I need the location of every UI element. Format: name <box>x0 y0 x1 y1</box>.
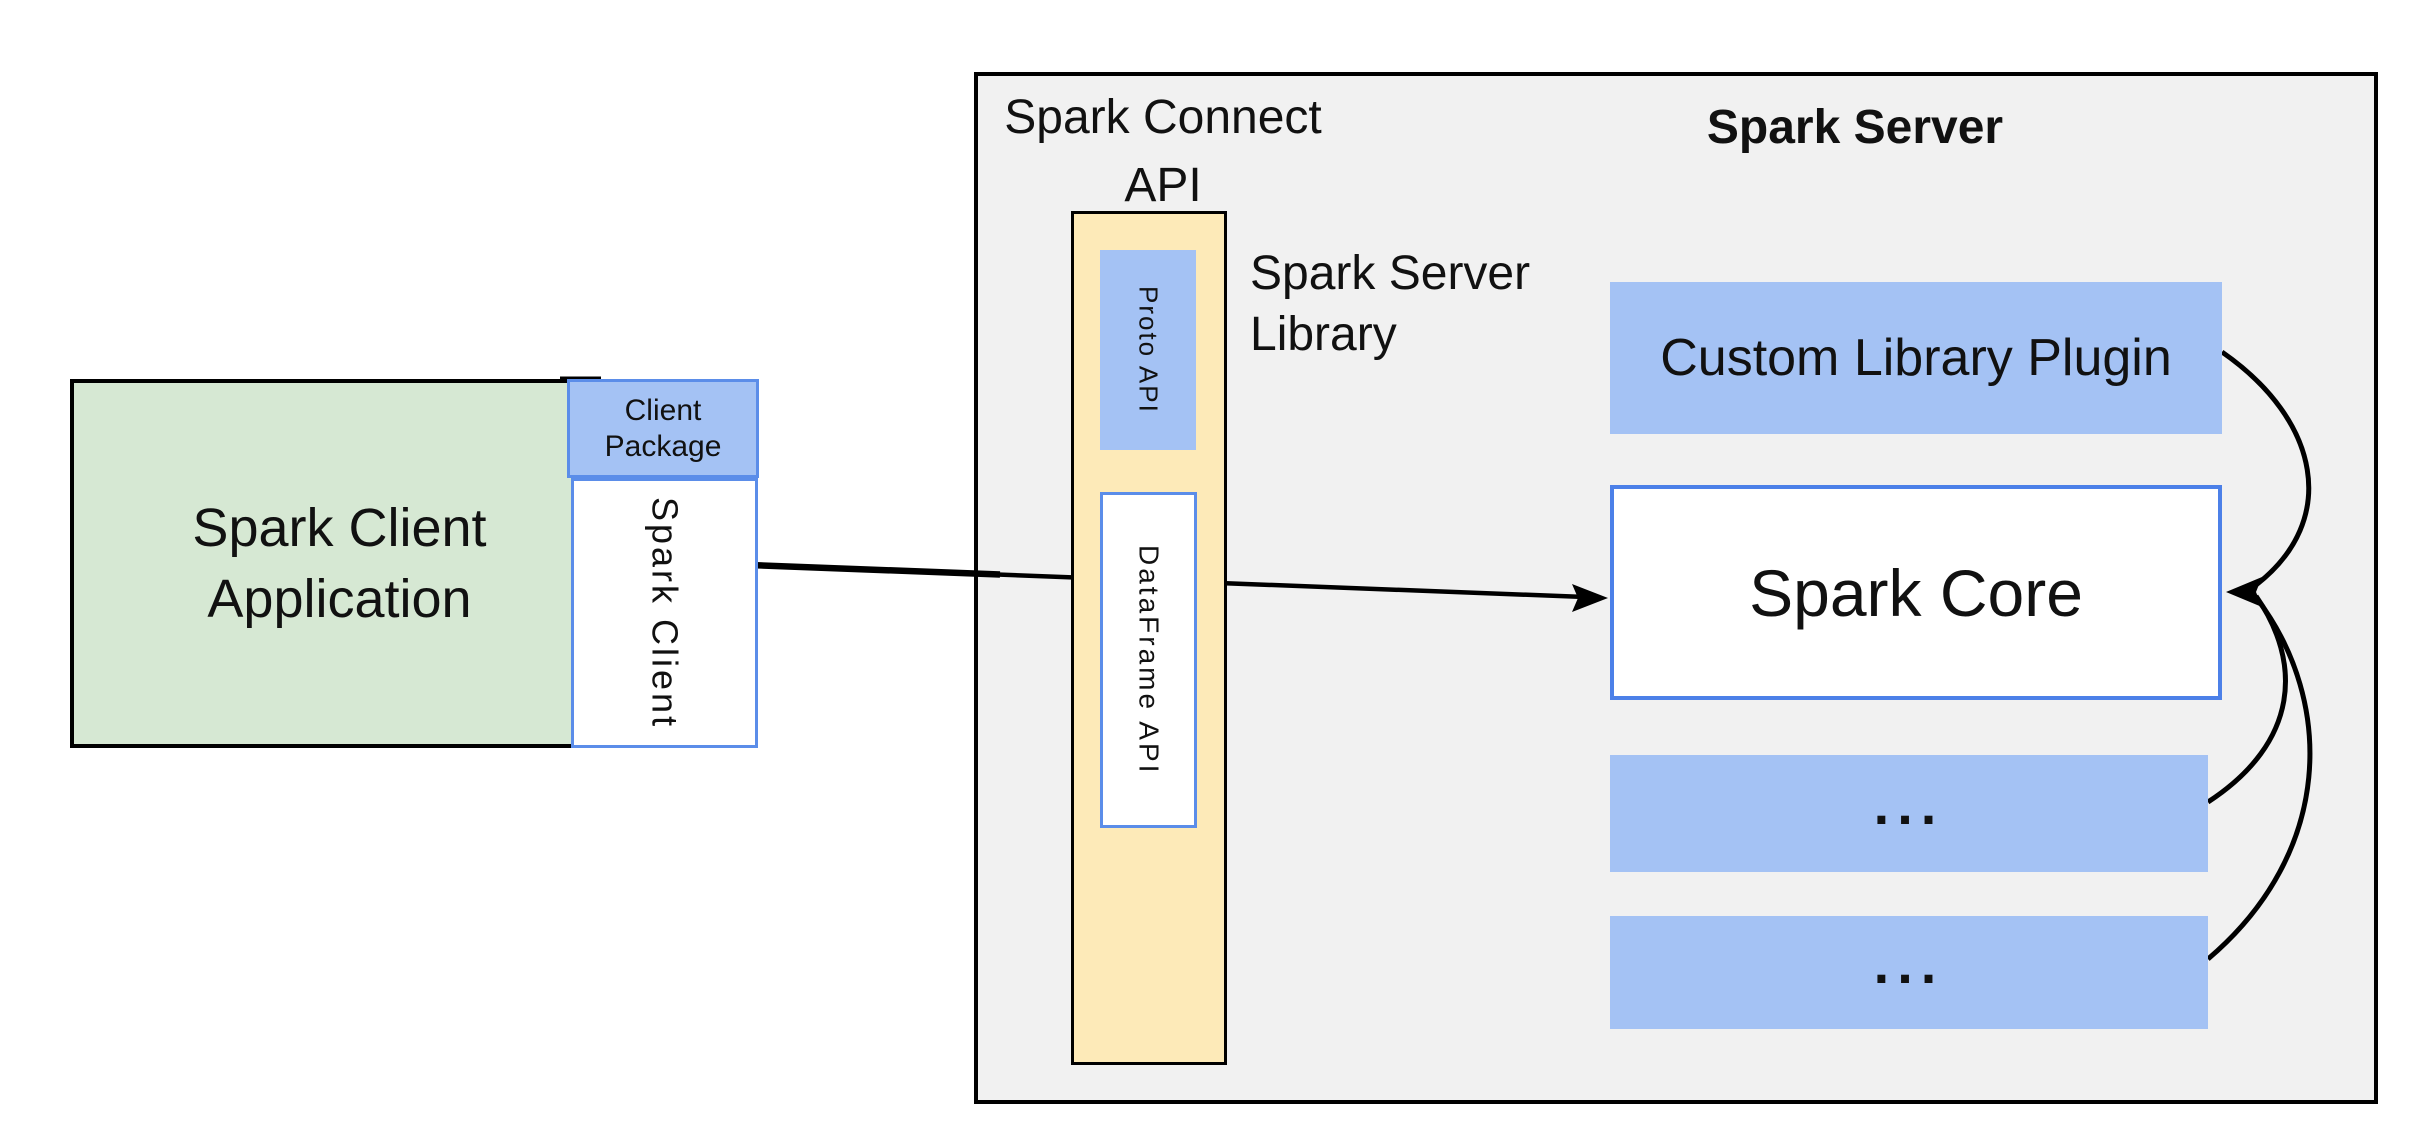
dataframe-api-label: DataFrame API <box>1133 544 1165 776</box>
spark-client-application-label: Spark Client Application <box>192 498 487 629</box>
spark-client-box: Spark Client <box>571 478 758 748</box>
spark-client-label: Spark Client <box>644 496 686 730</box>
proto-api-box: Proto API <box>1100 250 1196 450</box>
dataframe-api-box: DataFrame API <box>1100 492 1197 828</box>
spark-server-library-label: Spark Server Library <box>1250 247 1531 361</box>
proto-api-label: Proto API <box>1133 286 1164 414</box>
more-plugins-box-bottom: ... <box>1610 916 2208 1029</box>
custom-library-plugin-box: Custom Library Plugin <box>1610 282 2222 434</box>
client-package-label: Client Package <box>604 394 722 463</box>
more-plugins-bottom-label: ... <box>1873 932 1945 995</box>
spark-core-label: Spark Core <box>1749 555 2083 630</box>
more-plugins-box-top: ... <box>1610 755 2208 872</box>
spark-core-box: Spark Core <box>1610 485 2222 700</box>
arrow-client-segment-thick <box>749 561 1001 578</box>
spark-client-application-box: Spark Client Application <box>70 379 609 748</box>
more-plugins-top-label: ... <box>1873 773 1945 836</box>
spark-server-title: Spark Server <box>1706 101 2004 154</box>
spark-connect-api-title: Spark Connect API <box>1004 91 1322 213</box>
custom-library-plugin-label: Custom Library Plugin <box>1660 329 2172 387</box>
client-package-box: Client Package <box>567 379 759 478</box>
